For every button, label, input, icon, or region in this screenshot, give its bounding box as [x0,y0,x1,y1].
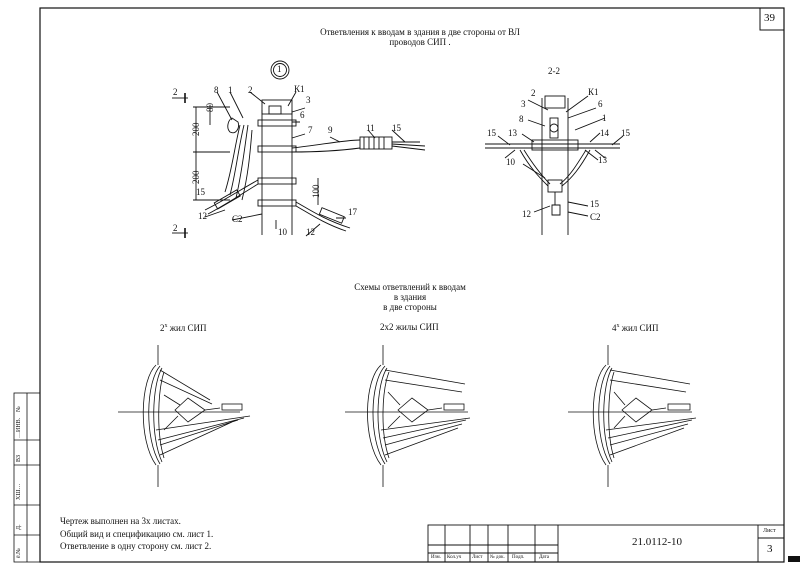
stamp-vz: ВЗ [16,454,22,462]
outer-frame [39,7,785,563]
side-stamp [13,392,41,563]
page-number: 39 [764,12,775,24]
dim-100: 100 [311,184,321,199]
section-view-right [485,95,624,235]
section-mark-top: 2 [173,87,178,97]
stamp-no: № [16,406,22,412]
label-left-12b: 12 [306,227,315,237]
label-right-c2: С2 [590,212,601,222]
main-view-left [172,60,426,238]
stamp-xsh: ХШ… [16,483,22,500]
label-left-1: 1 [228,85,233,95]
scheme1-sup: х [164,323,168,329]
stamp-inv: …ИНВ. [16,417,22,438]
dim-200-upper: 200 [191,122,201,137]
scheme1-number: 2 [160,323,165,333]
schemes-heading-line3: в две стороны [383,302,437,312]
stamp-eno: ё.№ [16,548,22,558]
label-left-12a: 12 [198,211,207,221]
label-left-k1: К1 [294,84,305,94]
section-title: 2-2 [548,66,560,76]
scheme1-title: 2х жил СИП [160,323,207,333]
label-right-1: 1 [602,113,607,123]
tb-col-sign: Подп. [512,555,525,560]
schemes-heading-line1: Схемы ответвлений к вводам [354,282,466,292]
sheet-title-line2: проводов СИП . [389,37,451,47]
label-right-15b: 15 [621,128,630,138]
dim-200-lower: 200 [191,170,201,185]
label-right-15a: 15 [487,128,496,138]
sheet-title-line1: Ответвления к вводам в здания в две стор… [320,27,520,37]
schemes-heading-line2: в здания [393,292,427,302]
label-left-15a: 15 [392,123,401,133]
section-mark-bottom: 2 [173,223,178,233]
sheet-label: Лист [763,528,776,534]
tb-col-doc: № док. [490,555,505,560]
dim-80: 80 [205,103,215,112]
scheme-2-cores [118,345,251,487]
tb-col-izm: Изм. [431,555,441,560]
label-right-3: 3 [521,99,526,109]
callout-number: 1 [277,64,282,74]
label-left-10: 10 [278,227,287,237]
label-left-c2: С2 [232,214,243,224]
label-right-12: 12 [522,209,531,219]
edge-mark [788,556,800,562]
label-left-17: 17 [348,207,357,217]
note-line3: Ответвление в одну сторону см. лист 2. [60,541,212,551]
label-right-k1: К1 [588,87,599,97]
scheme1-rest: жил СИП [167,323,207,333]
scheme3-rest: жил СИП [619,323,659,333]
label-right-2: 2 [531,88,536,98]
scheme3-number: 4 [612,323,617,333]
tb-col-list: Лист [472,555,483,560]
label-right-14: 14 [600,128,609,138]
scheme2-title: 2х2 жилы СИП [380,322,439,332]
note-line1: Чертеж выполнен на 3х листах. [60,516,181,526]
label-left-8: 8 [214,85,219,95]
title-block [427,524,785,563]
scheme-2x2-cores [345,345,471,487]
label-left-15b: 15 [196,187,205,197]
drawing-number: 21.0112-10 [632,536,683,548]
scheme3-sup: х [616,323,620,329]
scheme3-title: 4х жил СИП [612,323,659,333]
stamp-d: Д. [16,524,22,530]
label-left-3: 3 [306,95,311,105]
label-right-13a: 13 [508,128,517,138]
label-right-6: 6 [598,99,603,109]
label-left-6: 6 [300,110,305,120]
note-line2: Общий вид и спецификацию см. лист 1. [60,529,214,539]
label-right-15c: 15 [590,199,599,209]
label-right-13b: 13 [598,155,607,165]
label-left-9: 9 [328,125,333,135]
label-left-2: 2 [248,85,253,95]
tb-col-date: Дата [539,555,549,560]
sheet-number: 3 [767,543,773,555]
page-number-box [759,7,785,31]
scheme-4-cores [568,345,697,487]
tb-col-kolvo: Кол.уч [447,555,462,560]
label-right-8: 8 [519,114,524,124]
label-left-7: 7 [308,125,313,135]
label-left-11: 11 [366,123,375,133]
label-right-10: 10 [506,157,515,167]
